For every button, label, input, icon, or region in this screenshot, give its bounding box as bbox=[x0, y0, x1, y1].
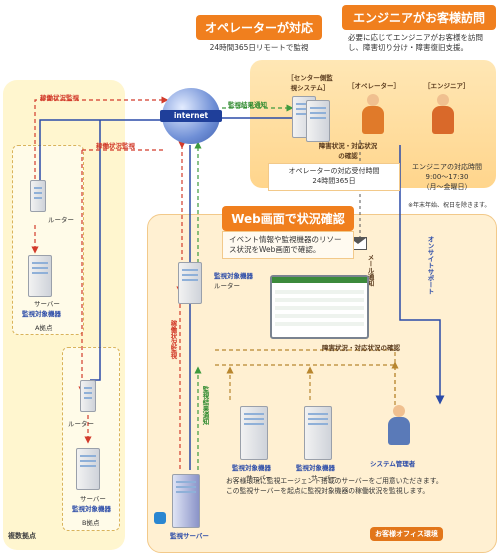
onsite-support-label: オンサイトサポート bbox=[426, 236, 434, 295]
engineer-callout: エンジニアがお客様訪問 必要に応じてエンジニアがお客様を訪問し、障害切り分け・障… bbox=[342, 5, 496, 57]
status-monitor-label-3: 稼働状況監視 bbox=[169, 320, 177, 359]
target-b-label: 監視対象機器 bbox=[72, 505, 111, 513]
router-a-icon bbox=[30, 180, 46, 212]
router-a-label: ルーター bbox=[48, 216, 74, 224]
router-b-label: ルーター bbox=[68, 420, 94, 428]
web-callout-title: Web画面で状況確認 bbox=[222, 206, 354, 231]
fault-confirm-label: 障害状況・対応状況の確認 bbox=[322, 344, 400, 352]
engineer-icon bbox=[428, 94, 458, 134]
operator-callout-title: オペレーターが対応 bbox=[196, 15, 322, 40]
office-target-label: 監視対象機器 bbox=[214, 272, 253, 280]
office-router-icon bbox=[178, 262, 202, 304]
web-callout-body: イベント情報や監視機器のリソース状況をWeb画面で確認。 bbox=[222, 231, 354, 260]
server-a-icon bbox=[28, 255, 52, 297]
router-b-icon bbox=[80, 380, 96, 412]
target-2-icon bbox=[304, 406, 332, 460]
office-router-label: ルーター bbox=[214, 282, 240, 290]
target-a-label: 監視対象機器 bbox=[22, 310, 61, 318]
status-monitor-label-2: 稼働状況監視 bbox=[96, 142, 135, 150]
server-a-label: サーバー bbox=[34, 300, 60, 308]
sysadmin-label: システム管理者 bbox=[370, 460, 416, 468]
engineer-label: ［エンジニア］ bbox=[424, 82, 470, 90]
operator-callout: オペレーターが対応 24時間365日リモートで監視 bbox=[196, 15, 322, 57]
server-2-label: サーバー bbox=[311, 474, 337, 482]
center-server-2 bbox=[306, 100, 330, 142]
center-confirm-label: 障害状況・対応状況の確認 bbox=[318, 142, 378, 160]
operator-hours: オペレーターの対応受付時間 24時間365日 bbox=[268, 163, 400, 191]
operator-icon bbox=[358, 94, 388, 134]
office-note: お客様環境に監視エージェント搭載のサーバーをご用意いただきます。この監視サーバー… bbox=[226, 477, 443, 495]
server-1-label: サーバー bbox=[246, 474, 272, 482]
monitor-server-icon bbox=[172, 474, 200, 528]
target-1-icon bbox=[240, 406, 268, 460]
office-region bbox=[147, 214, 497, 553]
web-screen-monitor bbox=[270, 275, 369, 339]
engineer-callout-title: エンジニアがお客様訪問 bbox=[342, 5, 496, 30]
site-a-label: A拠点 bbox=[35, 324, 53, 332]
agent-badge-icon bbox=[154, 512, 166, 524]
engineer-callout-body: 必要に応じてエンジニアがお客様を訪問し、障害切り分け・障害復旧支援。 bbox=[342, 30, 496, 57]
engineer-hours: エンジニアの対応時間 9:00～17:30 （月～金曜日） bbox=[412, 163, 482, 191]
status-monitor-label-1: 稼働状況監視 bbox=[40, 94, 79, 102]
server-b-label: サーバー bbox=[80, 495, 106, 503]
internet-label: internet bbox=[160, 110, 222, 122]
mail-notice-label: メール通知 bbox=[366, 254, 374, 287]
sysadmin-icon bbox=[384, 405, 414, 445]
operator-label: ［オペレーター］ bbox=[348, 82, 400, 90]
monitor-server-label: 監視サーバー bbox=[170, 532, 209, 540]
web-callout: Web画面で状況確認 イベント情報や監視機器のリソース状況をWeb画面で確認。 bbox=[222, 206, 354, 260]
result-notice-label-2: 監視結果通知 bbox=[201, 386, 209, 425]
multi-site-label: 複数拠点 bbox=[8, 532, 36, 540]
server-b-icon bbox=[76, 448, 100, 490]
result-notice-label-1: 監視結果通知 bbox=[228, 101, 267, 109]
target-1-label: 監視対象機器 bbox=[232, 464, 271, 472]
site-b-label: B拠点 bbox=[82, 519, 100, 527]
office-label: お客様オフィス環境 bbox=[370, 527, 443, 541]
target-2-label: 監視対象機器 bbox=[296, 464, 335, 472]
operator-callout-body: 24時間365日リモートで監視 bbox=[196, 40, 322, 57]
engineer-hours-note: ※年末年始、祝日を除きます。 bbox=[408, 202, 491, 209]
center-system-label: ［センター側監視システム］ bbox=[287, 74, 333, 92]
